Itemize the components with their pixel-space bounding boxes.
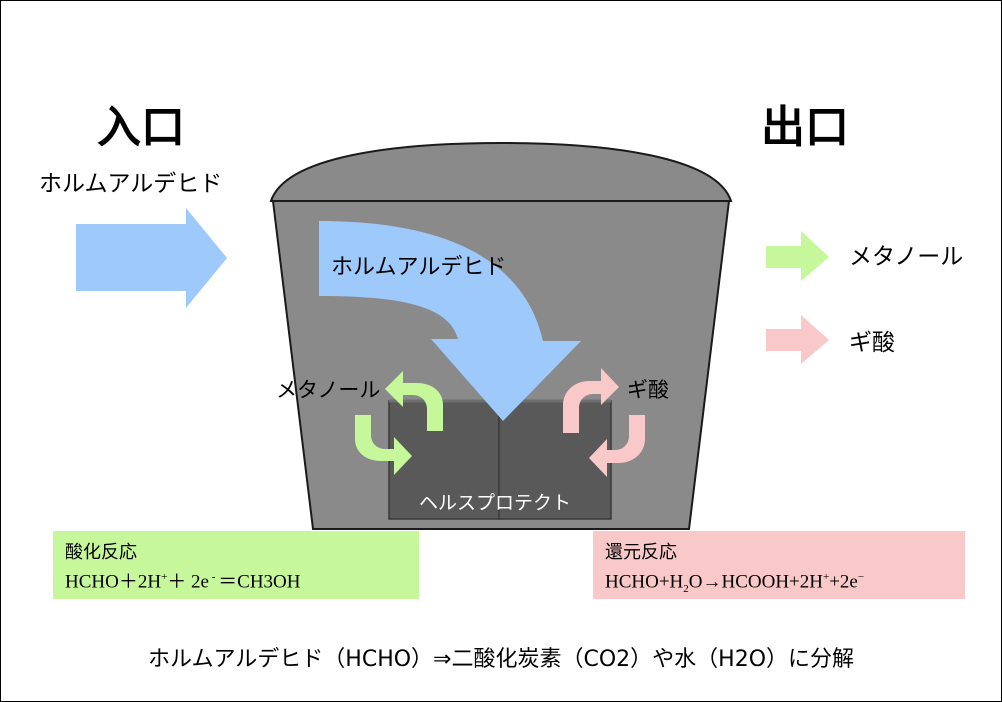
pad-label: ヘルスプロテクト bbox=[419, 492, 572, 514]
oxidation-title: 酸化反応 bbox=[65, 542, 137, 563]
methanol-curve-arrow-top bbox=[385, 371, 443, 431]
pot-gas-label: ホルムアルデヒド bbox=[331, 255, 507, 280]
methanol-legend-label: メタノール bbox=[849, 244, 964, 270]
entrance-arrow bbox=[76, 208, 227, 308]
pot-lid bbox=[269, 141, 733, 202]
formic-legend-arrow bbox=[766, 315, 829, 364]
entrance-title: 入口 bbox=[97, 102, 185, 153]
entrance-gas-label: ホルムアルデヒド bbox=[39, 171, 223, 197]
oxidation-reaction-box: 酸化反応 HCHO＋2H+＋ 2e - ＝CH3OH bbox=[53, 531, 419, 599]
reduction-reaction-box: 還元反応 HCHO+H2O→HCOOH+2H++2e− bbox=[593, 531, 965, 599]
reduction-equation: HCHO+H2O→HCOOH+2H++2e− bbox=[605, 571, 865, 596]
reduction-title: 還元反応 bbox=[605, 542, 677, 563]
formic-legend-label: ギ酸 bbox=[849, 330, 895, 356]
gas-flow-arrow bbox=[319, 221, 581, 421]
exit-title: 出口 bbox=[761, 102, 849, 153]
formic-curve-arrow-top bbox=[563, 368, 619, 433]
methanol-legend-arrow bbox=[766, 231, 829, 281]
formic-curve-arrow-bottom bbox=[589, 415, 645, 477]
pot-methanol-label: メタノール bbox=[276, 378, 381, 402]
methanol-curve-arrow-bottom bbox=[355, 415, 412, 475]
oxidation-equation: HCHO＋2H+＋ 2e - ＝CH3OH bbox=[65, 571, 301, 593]
pot-formic-label: ギ酸 bbox=[627, 378, 669, 402]
summary-caption: ホルムアルデヒド（HCHO）⇒二酸化炭素（CO2）や水（H2O）に分解 bbox=[147, 647, 855, 672]
